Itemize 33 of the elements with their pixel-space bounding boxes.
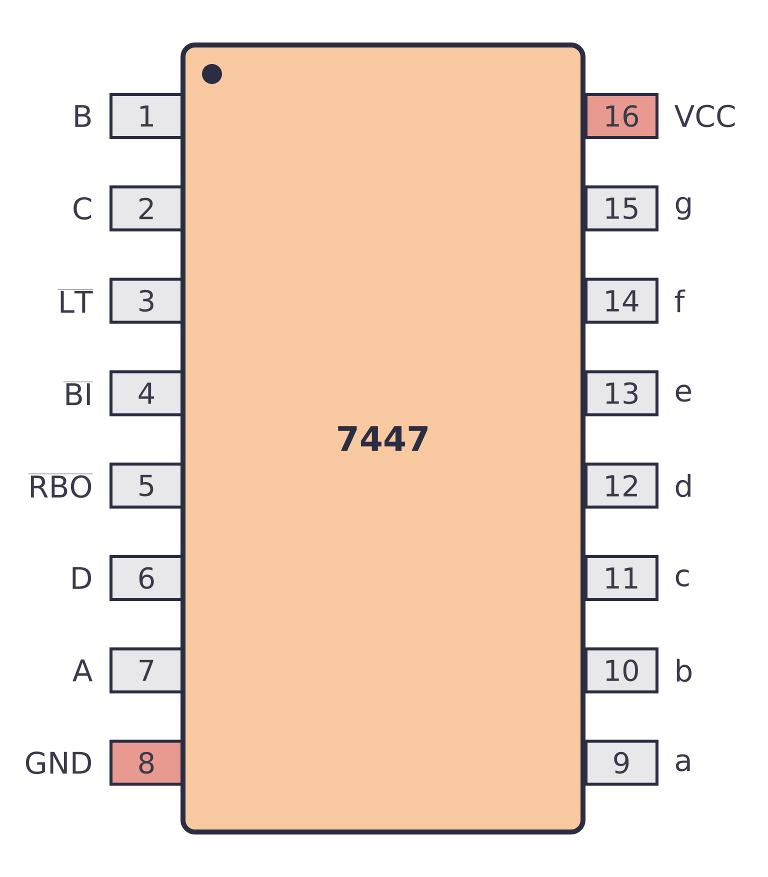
- pin-box: 11: [584, 555, 658, 601]
- pin-box: 9: [584, 740, 658, 786]
- pin-label: g: [676, 196, 690, 220]
- pin-box: 5: [110, 462, 184, 509]
- pin-label: e: [676, 384, 691, 402]
- pin-label: $\overline{\mathrm{BI}}$: [63, 382, 93, 406]
- pin-box: 15: [584, 185, 658, 232]
- pin-box: 14: [584, 278, 658, 324]
- pin-box: 7: [110, 647, 184, 694]
- pin-label: c: [676, 569, 689, 587]
- pin-label: b: [676, 658, 692, 682]
- pin-box: 6: [110, 555, 184, 601]
- pin-label: D: [72, 567, 92, 589]
- pin-label: GND: [26, 752, 92, 774]
- pin-label: d: [676, 474, 690, 498]
- pin-box: 4: [110, 370, 184, 416]
- pin-label: $\overline{\mathrm{RBO}}$: [28, 474, 93, 498]
- pin-label: C: [74, 197, 92, 220]
- pin-box: 1: [110, 93, 184, 139]
- pin-label: B: [75, 105, 91, 127]
- pin-label: a: [676, 754, 690, 772]
- pin-label: f: [674, 289, 686, 312]
- pin-label: VCC: [674, 104, 735, 128]
- pin-box: 16: [584, 93, 658, 139]
- pin-box: 3: [110, 278, 184, 324]
- pin-label: $\overline{\mathrm{LT}}$: [58, 290, 93, 313]
- pin-box: 8: [110, 740, 184, 786]
- pin-box: 13: [584, 370, 658, 416]
- pin-box: 2: [110, 185, 184, 232]
- pin-label: A: [72, 660, 93, 682]
- pin-box: 10: [584, 647, 658, 694]
- chip-body: 7447: [180, 42, 586, 834]
- pin-box: 12: [584, 462, 658, 509]
